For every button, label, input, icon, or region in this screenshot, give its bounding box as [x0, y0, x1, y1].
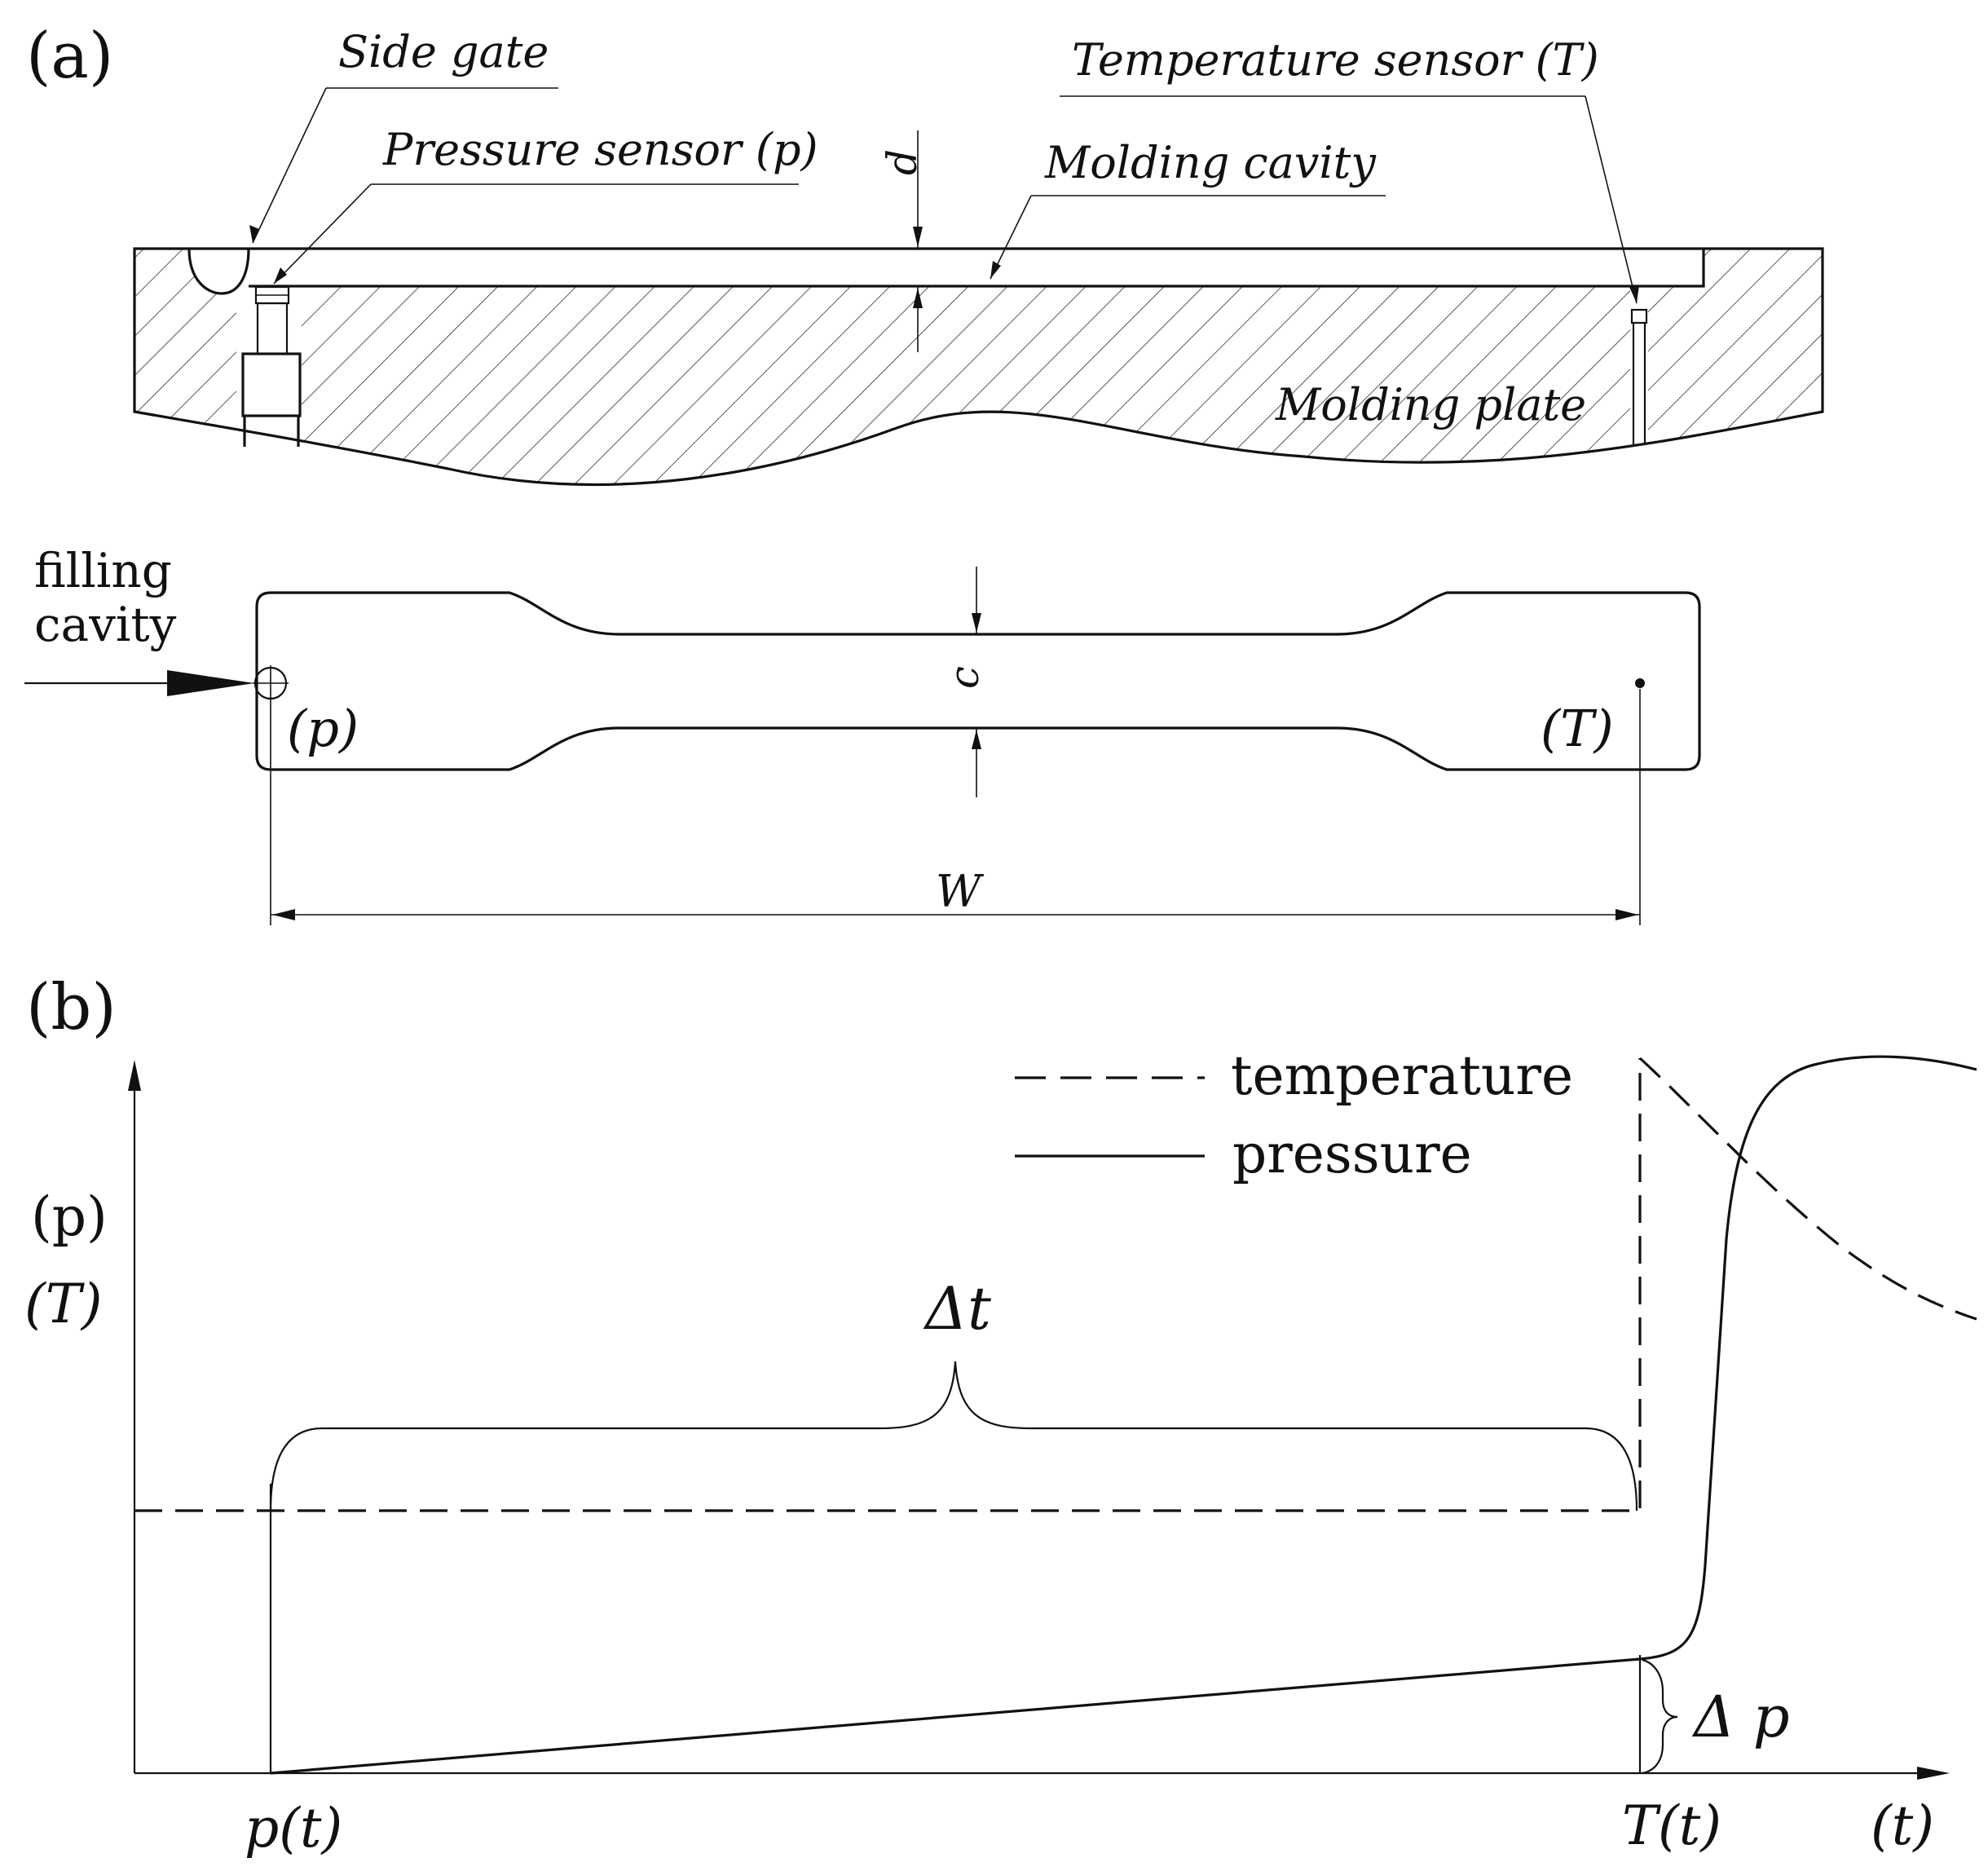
delta-p-label: Δ p [1691, 1683, 1790, 1750]
dimension-c-label: c [941, 666, 988, 689]
molding-cavity-label: Molding cavity [1044, 137, 1377, 188]
tick-label-p: p(t) [245, 1797, 342, 1860]
panel-b-label: (b) [26, 971, 117, 1044]
callout-side-gate: Side gate [249, 26, 558, 244]
y-axis-label-p: (p) [31, 1185, 108, 1248]
temperature-curve [134, 1057, 1977, 1512]
temperature-point-label: (T) [1541, 699, 1614, 758]
y-axis-label-t: (T) [24, 1273, 103, 1335]
y-axis [128, 1060, 141, 1773]
inlet-label-line2: cavity [34, 597, 177, 652]
specimen-outline [255, 591, 1701, 771]
callout-temperature-sensor: Temperature sensor (T) [1060, 34, 1639, 304]
legend-pressure-label: pressure [1232, 1123, 1472, 1185]
side-gate-label: Side gate [338, 26, 549, 77]
pressure-curve [270, 1055, 1977, 1775]
pressure-sensor-label: Pressure sensor (p) [382, 124, 818, 175]
dimension-c: c [941, 567, 988, 797]
inlet-arrow: filling cavity [24, 543, 254, 696]
temperature-sensor-label: Temperature sensor (T) [1072, 34, 1599, 86]
x-axis-label: (t) [1871, 1794, 1934, 1857]
dimension-d-label: d [879, 149, 926, 175]
tick-label-t: T(t) [1622, 1794, 1721, 1857]
inlet-label-line1: filling [34, 543, 172, 598]
molding-plate [133, 247, 1824, 487]
callout-pressure-sensor: Pressure sensor (p) [273, 124, 818, 285]
molding-cavity-slot [249, 249, 1704, 286]
delta-t-label: Δt [923, 1274, 992, 1343]
pressure-sensor [241, 285, 302, 447]
x-axis [134, 1767, 1950, 1780]
dimension-w-label: W [936, 866, 985, 917]
callout-molding-cavity: Molding cavity [990, 137, 1386, 280]
legend-temperature-label: temperature [1231, 1044, 1573, 1107]
molding-plate-label: Molding plate [1275, 379, 1586, 430]
dimension-d: d [879, 130, 926, 352]
temperature-point-marker [1635, 678, 1645, 688]
delta-t-brace: Δt [269, 1274, 1638, 1511]
temperature-sensor [1630, 308, 1648, 444]
delta-p-brace: Δ p [1642, 1658, 1790, 1775]
legend: temperature pressure [1015, 1044, 1573, 1185]
pressure-point-label: (p) [287, 699, 359, 758]
panel-a-label: (a) [26, 20, 113, 93]
dimension-w: W [270, 689, 1641, 925]
